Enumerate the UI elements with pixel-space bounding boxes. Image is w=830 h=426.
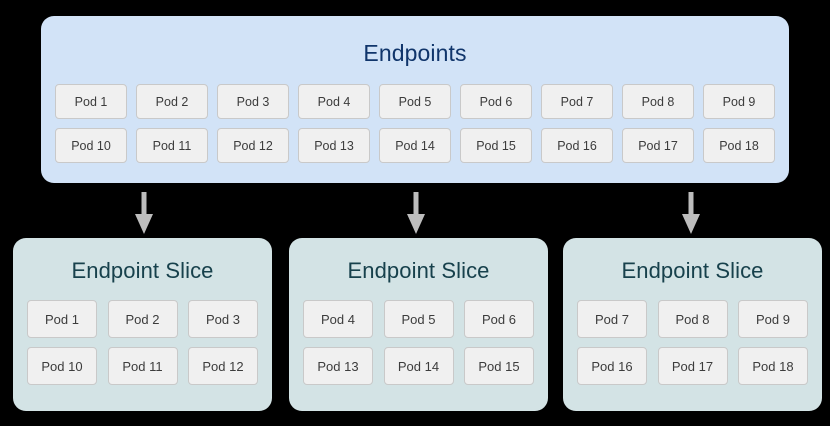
pod-chip[interactable]: Pod 11 xyxy=(136,128,208,163)
endpoint-slice-pod-grid: Pod 1 Pod 2 Pod 3 Pod 10 Pod 11 Pod 12 xyxy=(27,300,258,385)
pod-chip[interactable]: Pod 7 xyxy=(541,84,613,119)
pod-chip[interactable]: Pod 17 xyxy=(622,128,694,163)
arrow-down-icon xyxy=(405,192,427,234)
pod-chip[interactable]: Pod 12 xyxy=(217,128,289,163)
pod-chip[interactable]: Pod 16 xyxy=(577,347,647,385)
endpoint-slice-pod-row: Pod 13 Pod 14 Pod 15 xyxy=(303,347,534,385)
endpoint-slice-container-2: Endpoint Slice Pod 4 Pod 5 Pod 6 Pod 13 … xyxy=(289,238,548,411)
pod-chip[interactable]: Pod 2 xyxy=(136,84,208,119)
pod-chip[interactable]: Pod 15 xyxy=(464,347,534,385)
arrow-down-icon xyxy=(133,192,155,234)
pod-chip[interactable]: Pod 8 xyxy=(622,84,694,119)
endpoint-slice-pod-row: Pod 7 Pod 8 Pod 9 xyxy=(577,300,808,338)
endpoints-pod-grid: Pod 1 Pod 2 Pod 3 Pod 4 Pod 5 Pod 6 Pod … xyxy=(55,84,775,163)
endpoint-slice-pod-row: Pod 4 Pod 5 Pod 6 xyxy=(303,300,534,338)
endpoint-slice-pod-grid: Pod 7 Pod 8 Pod 9 Pod 16 Pod 17 Pod 18 xyxy=(577,300,808,385)
pod-chip[interactable]: Pod 5 xyxy=(379,84,451,119)
pod-chip[interactable]: Pod 3 xyxy=(217,84,289,119)
pod-chip[interactable]: Pod 9 xyxy=(703,84,775,119)
pod-chip[interactable]: Pod 13 xyxy=(303,347,373,385)
endpoint-slice-container-1: Endpoint Slice Pod 1 Pod 2 Pod 3 Pod 10 … xyxy=(13,238,272,411)
pod-chip[interactable]: Pod 4 xyxy=(303,300,373,338)
pod-chip[interactable]: Pod 6 xyxy=(460,84,532,119)
endpoints-container: Endpoints Pod 1 Pod 2 Pod 3 Pod 4 Pod 5 … xyxy=(41,16,789,183)
pod-chip[interactable]: Pod 2 xyxy=(107,300,178,338)
pod-chip[interactable]: Pod 1 xyxy=(55,84,127,119)
pod-chip[interactable]: Pod 16 xyxy=(541,128,613,163)
pod-chip[interactable]: Pod 6 xyxy=(464,300,534,338)
endpoint-slice-title: Endpoint Slice xyxy=(621,258,764,283)
pod-chip[interactable]: Pod 17 xyxy=(657,347,728,385)
pod-chip[interactable]: Pod 7 xyxy=(577,300,647,338)
pod-chip[interactable]: Pod 3 xyxy=(188,300,258,338)
pod-chip[interactable]: Pod 15 xyxy=(460,128,532,163)
pod-chip[interactable]: Pod 4 xyxy=(298,84,370,119)
endpoint-slice-title: Endpoint Slice xyxy=(71,258,214,283)
pod-chip[interactable]: Pod 14 xyxy=(379,128,451,163)
pod-chip[interactable]: Pod 14 xyxy=(383,347,454,385)
pod-chip[interactable]: Pod 13 xyxy=(298,128,370,163)
pod-chip[interactable]: Pod 8 xyxy=(657,300,728,338)
pod-chip[interactable]: Pod 12 xyxy=(188,347,258,385)
endpoint-slice-pod-grid: Pod 4 Pod 5 Pod 6 Pod 13 Pod 14 Pod 15 xyxy=(303,300,534,385)
pod-chip[interactable]: Pod 10 xyxy=(55,128,127,163)
endpoint-slice-title: Endpoint Slice xyxy=(347,258,490,283)
endpoints-pod-row: Pod 10 Pod 11 Pod 12 Pod 13 Pod 14 Pod 1… xyxy=(55,128,775,163)
endpoint-slice-pod-row: Pod 10 Pod 11 Pod 12 xyxy=(27,347,258,385)
endpoint-slice-pod-row: Pod 16 Pod 17 Pod 18 xyxy=(577,347,808,385)
endpoints-pod-row: Pod 1 Pod 2 Pod 3 Pod 4 Pod 5 Pod 6 Pod … xyxy=(55,84,775,119)
arrow-down-icon xyxy=(680,192,702,234)
pod-chip[interactable]: Pod 18 xyxy=(738,347,808,385)
pod-chip[interactable]: Pod 10 xyxy=(27,347,97,385)
endpoints-title: Endpoints xyxy=(363,40,467,66)
pod-chip[interactable]: Pod 11 xyxy=(107,347,178,385)
endpoint-slice-pod-row: Pod 1 Pod 2 Pod 3 xyxy=(27,300,258,338)
pod-chip[interactable]: Pod 1 xyxy=(27,300,97,338)
pod-chip[interactable]: Pod 5 xyxy=(383,300,454,338)
pod-chip[interactable]: Pod 9 xyxy=(738,300,808,338)
pod-chip[interactable]: Pod 18 xyxy=(703,128,775,163)
endpoint-slice-container-3: Endpoint Slice Pod 7 Pod 8 Pod 9 Pod 16 … xyxy=(563,238,822,411)
